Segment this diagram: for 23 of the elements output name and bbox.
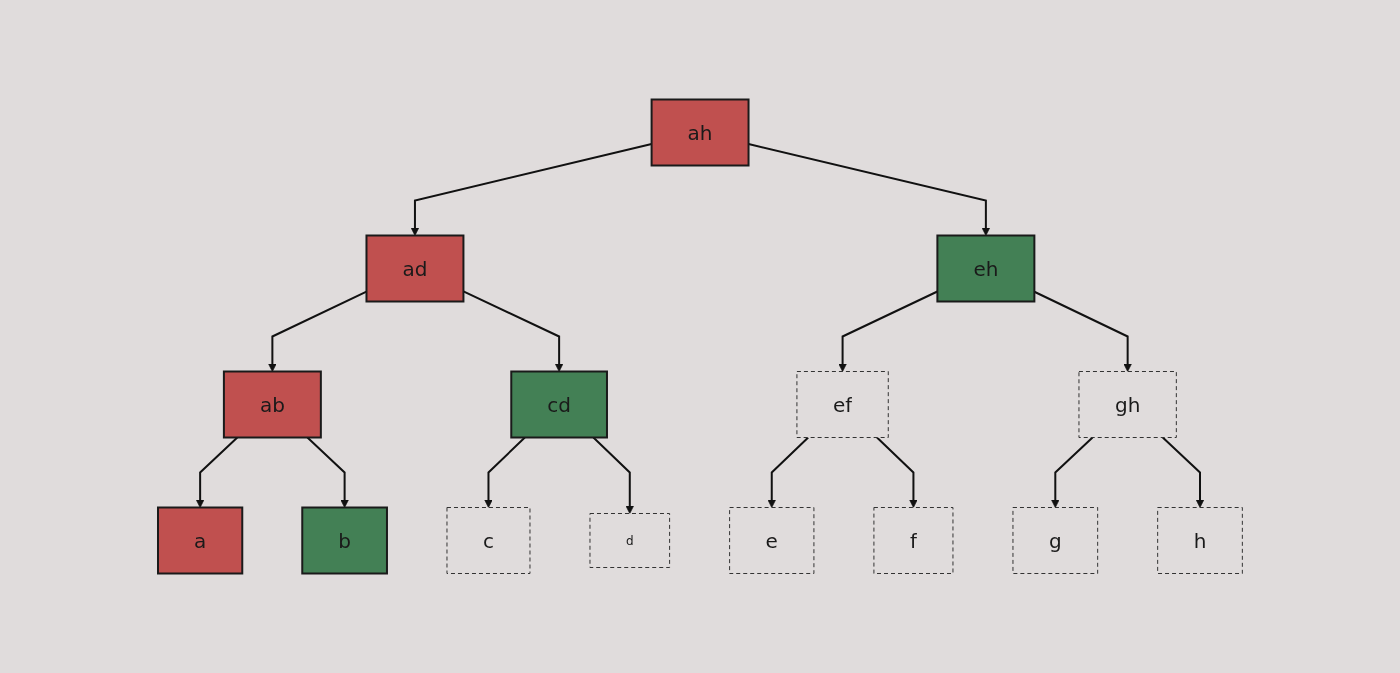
arrow — [875, 436, 918, 508]
node-box: cd — [510, 370, 608, 439]
node-box: gh — [1078, 371, 1177, 438]
node-box: a — [156, 506, 244, 575]
node-box: d — [589, 513, 670, 568]
arrow — [195, 436, 239, 508]
node-box: g — [1012, 507, 1098, 574]
arrow — [1050, 436, 1094, 508]
node-box: f — [873, 507, 954, 574]
node-box: ef — [796, 371, 889, 438]
arrow — [767, 436, 810, 508]
node-box: eh — [936, 234, 1036, 303]
node-box: h — [1157, 507, 1243, 574]
arrow — [592, 436, 634, 514]
node-box: ad — [365, 234, 465, 303]
arrow — [306, 436, 349, 508]
node-box: ah — [650, 98, 750, 167]
node-box: ab — [222, 370, 322, 439]
node-box: c — [446, 507, 531, 574]
arrow — [1161, 436, 1205, 508]
node-box: b — [301, 506, 388, 575]
arrow — [483, 436, 526, 508]
node-box: e — [728, 507, 815, 574]
